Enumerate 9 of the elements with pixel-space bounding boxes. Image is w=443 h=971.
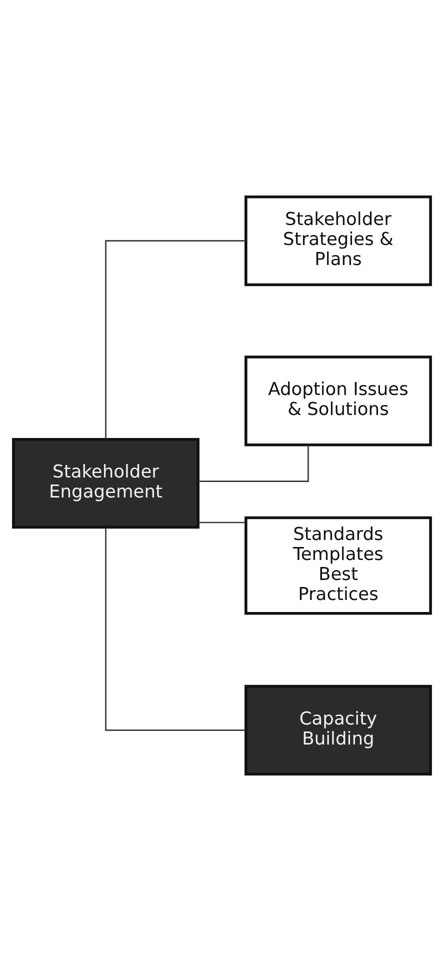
- node-box: Capacity Building: [244, 684, 432, 776]
- node-box: Adoption Issues & Solutions: [244, 356, 432, 446]
- connector: [104, 240, 246, 440]
- connector: [198, 444, 308, 482]
- node-box: Standards Templates Best Practices: [244, 516, 432, 615]
- node-box: Stakeholder Engagement: [12, 438, 199, 529]
- connector: [198, 522, 246, 524]
- node-box: Stakeholder Strategies & Plans: [244, 195, 432, 286]
- connector: [104, 527, 246, 731]
